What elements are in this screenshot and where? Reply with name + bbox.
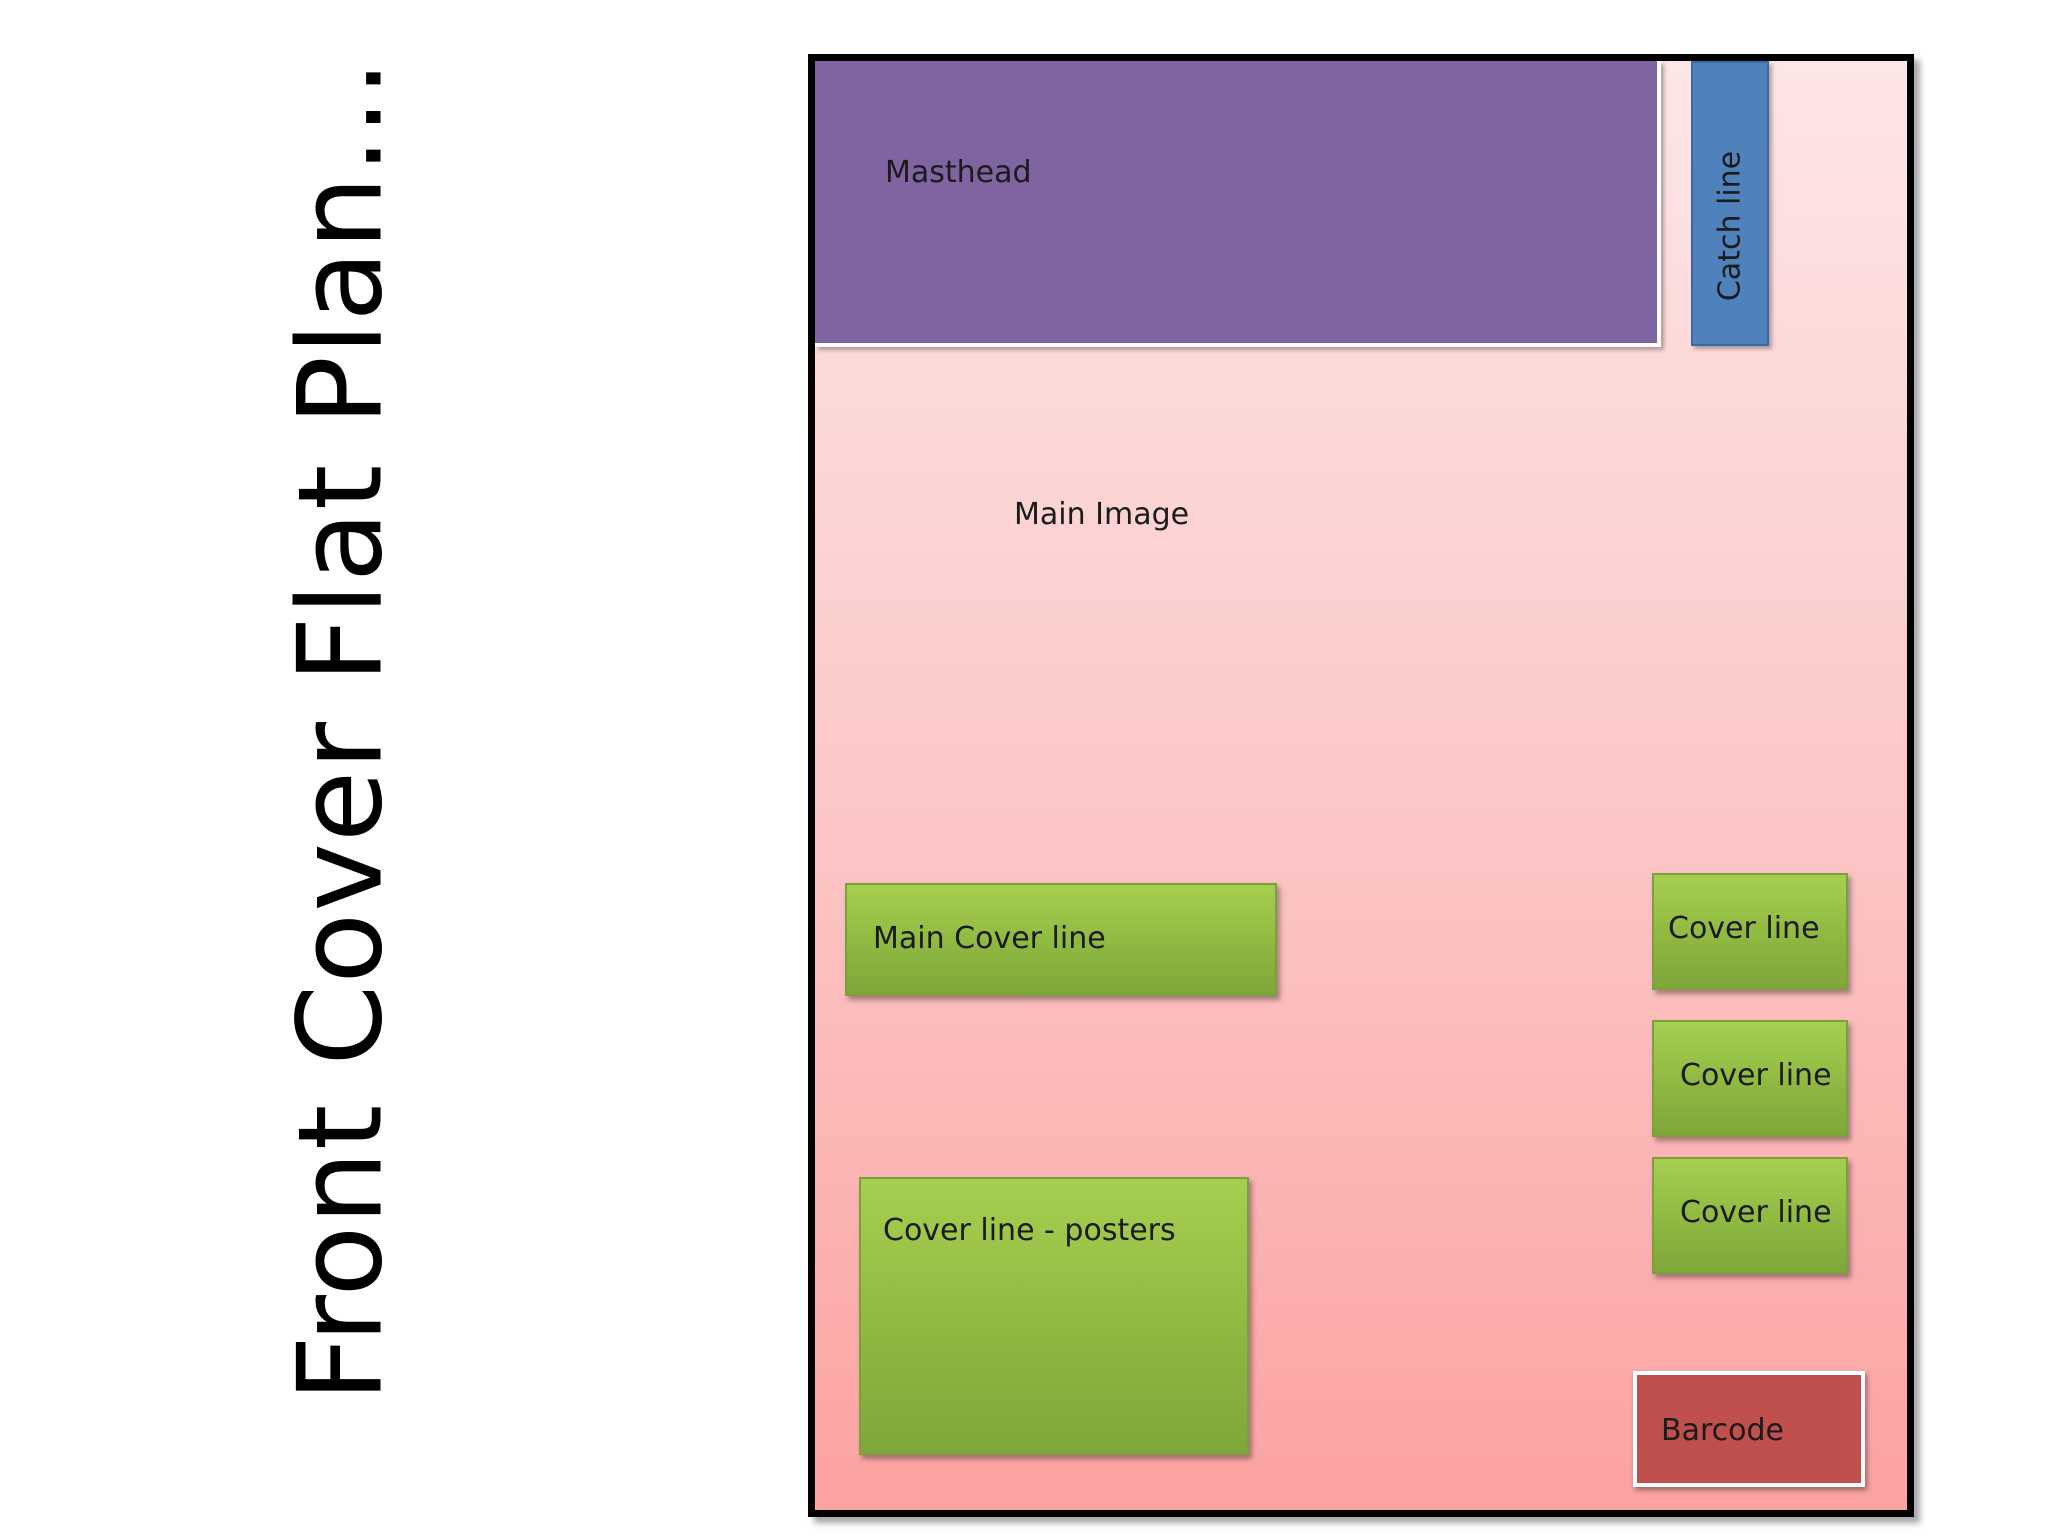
main-cover-line-label: Main Cover line — [873, 921, 1106, 956]
cover-line-posters-block: Cover line - posters — [859, 1177, 1249, 1455]
barcode-block: Barcode — [1633, 1371, 1865, 1487]
main-cover-line-block: Main Cover line — [845, 883, 1277, 996]
main-image-label: Main Image — [1014, 497, 1190, 532]
cover-line-posters-label: Cover line - posters — [883, 1213, 1176, 1248]
catch-line-block: Catch line — [1691, 61, 1769, 346]
cover-line-label: Cover line — [1680, 1195, 1832, 1230]
front-cover-plan: Masthead Catch line Main Image Main Cove… — [808, 54, 1914, 1517]
cover-line-label: Cover line — [1680, 1058, 1832, 1093]
catch-line-label: Catch line — [1712, 150, 1748, 302]
cover-line-block: Cover line — [1652, 1020, 1848, 1137]
masthead-block: Masthead — [815, 61, 1661, 347]
cover-line-block: Cover line — [1652, 873, 1848, 990]
masthead-label: Masthead — [885, 155, 1032, 190]
cover-line-label: Cover line — [1668, 911, 1820, 946]
barcode-label: Barcode — [1661, 1413, 1784, 1448]
slide-title: Front Cover Flat Plan… — [273, 58, 409, 1402]
cover-line-block: Cover line — [1652, 1157, 1848, 1274]
